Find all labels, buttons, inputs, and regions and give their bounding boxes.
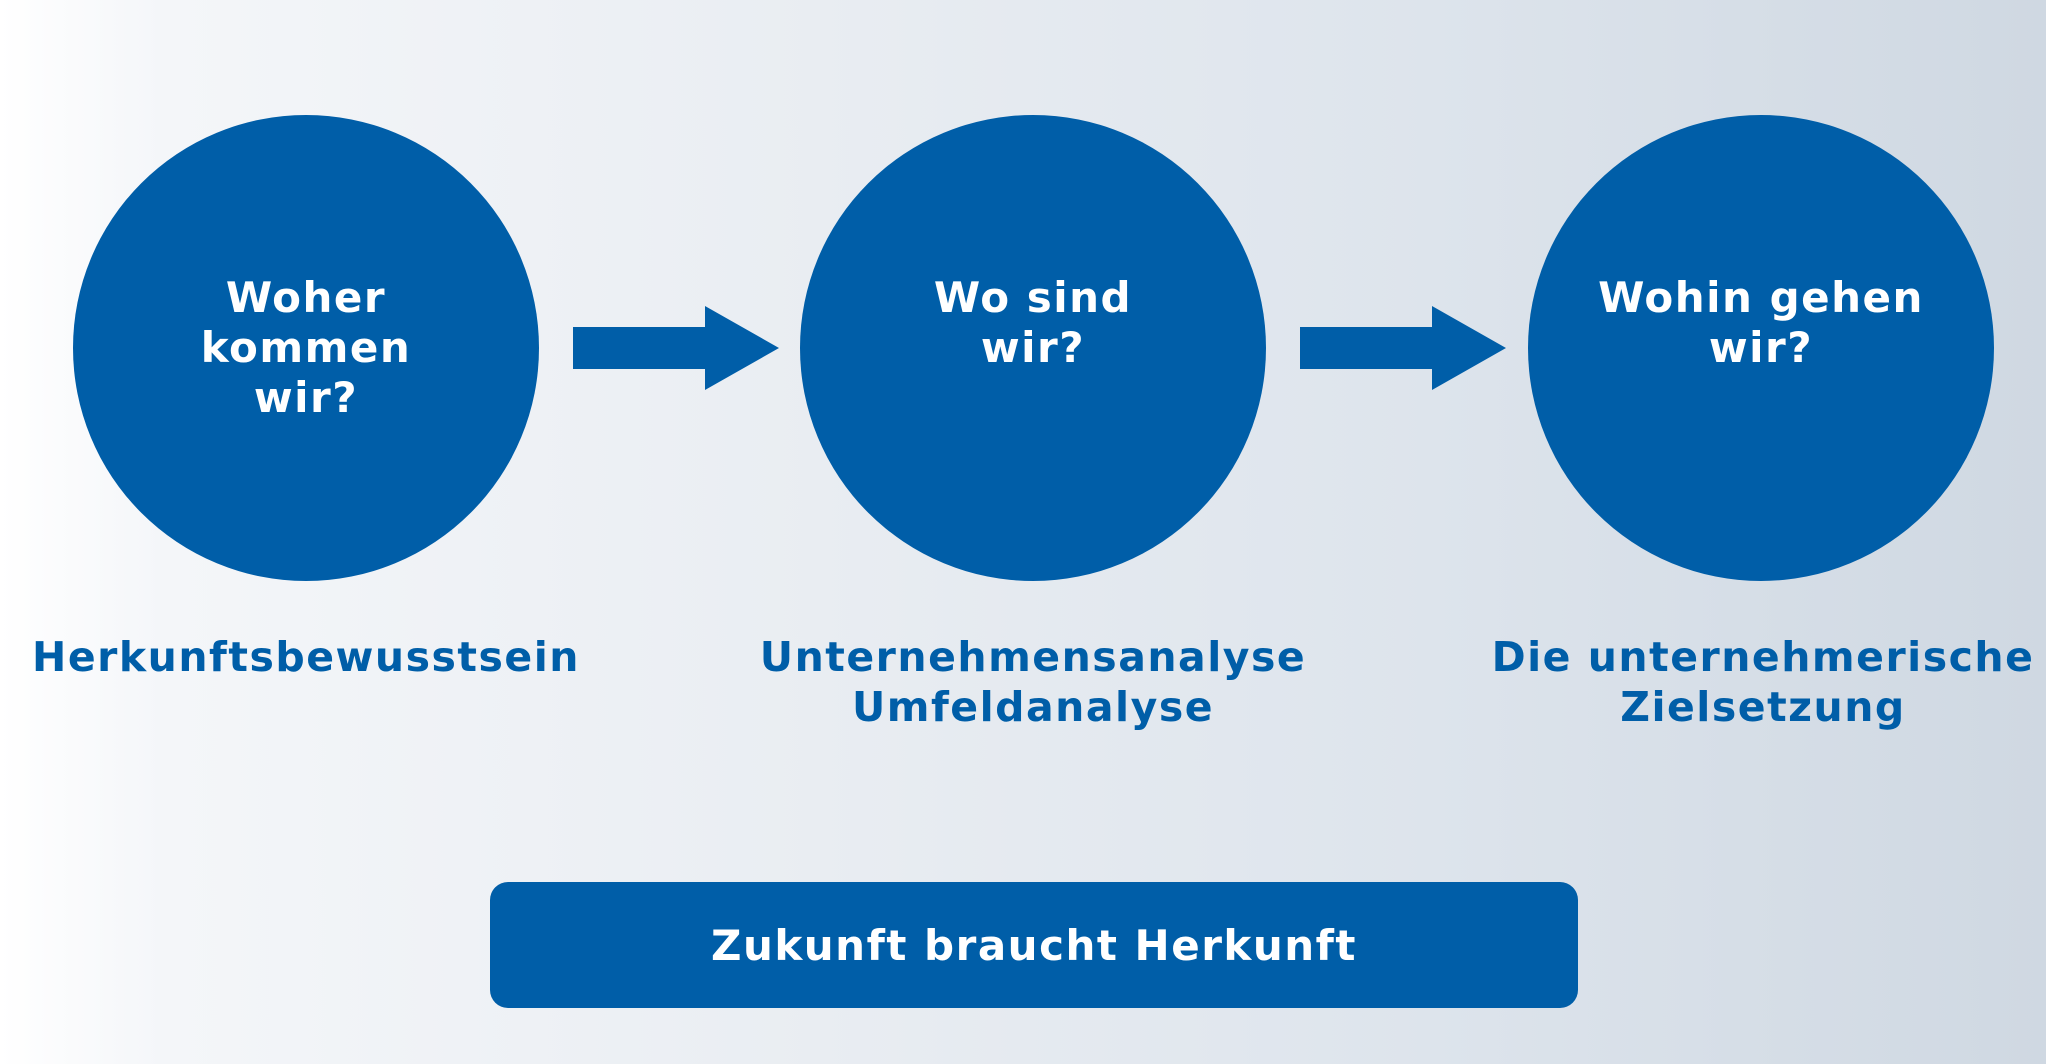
- step-caption-future: Die unternehmerische Zielsetzung: [1491, 633, 2035, 731]
- step-circle-future: Wohin gehen wir?: [1528, 115, 1994, 581]
- step-circle-present: Wo sind wir?: [800, 115, 1266, 581]
- step-caption-origin: Herkunftsbewusstsein: [32, 633, 580, 681]
- slogan-banner: Zukunft braucht Herkunft: [490, 882, 1578, 1008]
- step-circle-origin: Woher kommen wir?: [73, 115, 539, 581]
- right-arrow-icon: [573, 306, 779, 390]
- slogan-text: Zukunft braucht Herkunft: [710, 920, 1357, 970]
- step-question-future: Wohin gehen wir?: [1598, 273, 1924, 372]
- step-question-present: Wo sind wir?: [933, 273, 1133, 372]
- right-arrow-icon: [1300, 306, 1506, 390]
- step-caption-present: Unternehmensanalyse Umfeldanalyse: [759, 633, 1307, 731]
- step-question-origin: Woher kommen wir?: [200, 273, 412, 422]
